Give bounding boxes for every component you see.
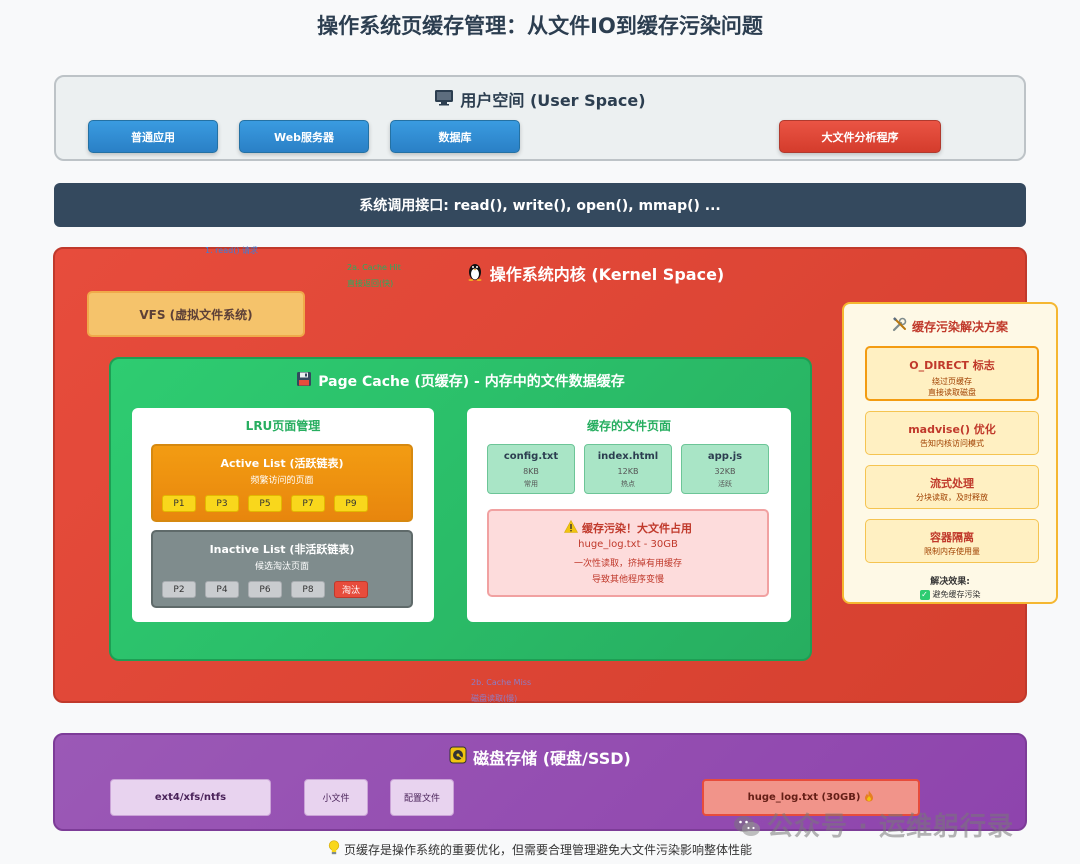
user-space-title: 用户空间 (User Space) — [460, 91, 646, 110]
active-list-box: Active List (活跃链表) 频繁访问的页面 P1 P3 P5 P7 P… — [151, 444, 413, 522]
solutions-panel: 缓存污染解决方案 O_DIRECT 标志 绕过页缓存 直接读取磁盘 madvis… — [842, 302, 1058, 604]
app-database-button[interactable]: 数据库 — [390, 120, 520, 153]
lru-title: LRU页面管理 — [245, 419, 321, 433]
solutions-header: 缓存污染解决方案 — [844, 317, 1056, 335]
huge-file-box: huge_log.txt (30GB) — [702, 779, 920, 816]
kernel-title: 操作系统内核 (Kernel Space) — [489, 265, 725, 284]
disk-header: 磁盘存储 (硬盘/SSD) — [55, 745, 1025, 769]
app-bigfile-analyzer-button[interactable]: 大文件分析程序 — [779, 120, 941, 153]
disk-title: 磁盘存储 (硬盘/SSD) — [473, 749, 631, 768]
cache-miss-sub-label: 磁盘读取(慢) — [471, 694, 518, 703]
evict-chip: 淘汰 — [334, 581, 368, 598]
user-space-panel: 用户空间 (User Space) 普通应用 Web服务器 数据库 大文件分析程… — [54, 75, 1026, 161]
solution-odirect: O_DIRECT 标志 绕过页缓存 直接读取磁盘 — [865, 346, 1039, 401]
huge-file-label: huge_log.txt (30GB) — [747, 792, 861, 803]
solution-container: 容器隔离 限制内存使用量 — [865, 519, 1039, 563]
cache-miss-label: 2b. Cache Miss — [471, 678, 532, 687]
app-normal-button[interactable]: 普通应用 — [88, 120, 218, 153]
config-file-box: 配置文件 — [390, 779, 454, 816]
solution-name: 流式处理 — [930, 477, 974, 490]
page-title: 操作系统页缓存管理：从文件IO到缓存污染问题 — [317, 14, 763, 38]
file-tag: 活跃 — [718, 480, 732, 488]
file-card-index: index.html 12KB 热点 — [584, 444, 672, 494]
cache-pollution-box: 缓存污染！大文件占用 huge_log.txt - 30GB 一次性读取，挤掉有… — [487, 509, 769, 597]
page-chip: P3 — [205, 495, 239, 512]
footer-note: 页缓存是操作系统的重要优化，但需要合理管理避免大文件污染影响整体性能 — [0, 840, 1080, 858]
page-cache-panel: Page Cache (页缓存) - 内存中的文件数据缓存 LRU页面管理 Ac… — [109, 357, 812, 661]
solution-effect-text: 避免缓存污染 — [932, 590, 981, 599]
file-name: app.js — [707, 451, 743, 462]
pollution-file: huge_log.txt - 30GB — [578, 539, 678, 550]
watermark-text: 公众号 · 运维躬行录 — [767, 812, 1014, 842]
pollution-title: 缓存污染！大文件占用 — [582, 522, 692, 535]
page-chip: P2 — [162, 581, 196, 598]
wechat-icon — [733, 814, 760, 836]
page-cache-header: Page Cache (页缓存) - 内存中的文件数据缓存 — [111, 371, 810, 391]
inactive-list-box: Inactive List (非活跃链表) 候选淘汰页面 P2 P4 P6 P8… — [151, 530, 413, 608]
file-tag: 常用 — [524, 480, 538, 488]
solution-desc: 绕过页缓存 — [932, 377, 972, 386]
cached-files-title: 缓存的文件页面 — [586, 419, 671, 433]
page-chip: P5 — [248, 495, 282, 512]
syscall-interface-bar: 系统调用接口: read(), write(), open(), mmap() … — [54, 183, 1026, 227]
filesystem-box: ext4/xfs/ntfs — [110, 779, 271, 816]
solution-name: O_DIRECT 标志 — [909, 359, 995, 372]
file-card-config: config.txt 8KB 常用 — [487, 444, 575, 494]
solution-desc: 分块读取，及时释放 — [916, 493, 988, 502]
solution-name: 容器隔离 — [930, 531, 974, 544]
file-size: 32KB — [714, 467, 736, 476]
fire-icon — [864, 790, 874, 805]
file-size: 12KB — [617, 467, 639, 476]
pollution-line-1: 一次性读取，挤掉有用缓存 — [573, 559, 682, 569]
disk-storage-panel: 磁盘存储 (硬盘/SSD) ext4/xfs/ntfs 小文件 配置文件 hug… — [53, 733, 1027, 831]
watermark: 公众号 · 运维躬行录 — [733, 806, 1014, 843]
solution-desc: 直接读取磁盘 — [928, 388, 976, 397]
solution-name: madvise() 优化 — [908, 423, 996, 436]
read-request-label: 1. read() 请求 — [205, 246, 258, 255]
file-tag: 热点 — [621, 480, 635, 488]
solution-effect: ✓ 避免缓存污染 — [844, 589, 1056, 600]
file-name: config.txt — [503, 451, 559, 462]
cache-hit-label: 2a. Cache Hit — [347, 263, 401, 272]
active-list-subtitle: 频繁访问的页面 — [250, 476, 314, 486]
warning-icon — [563, 519, 579, 536]
page-chip: P7 — [291, 495, 325, 512]
solution-desc: 告知内核访问模式 — [920, 439, 984, 448]
floppy-disk-icon — [296, 371, 312, 391]
page-chip: P1 — [162, 495, 196, 512]
solution-effect-label: 解决效果: — [930, 577, 970, 587]
kernel-header: 操作系统内核 (Kernel Space) — [395, 261, 795, 285]
cached-files-panel: 缓存的文件页面 config.txt 8KB 常用 index.html 12K… — [467, 408, 791, 622]
page-chip: P8 — [291, 581, 325, 598]
file-card-appjs: app.js 32KB 活跃 — [681, 444, 769, 494]
cache-hit-sub-label: 直接返回(快) — [347, 279, 394, 288]
page-chip: P4 — [205, 581, 239, 598]
file-size: 8KB — [523, 467, 539, 476]
disk-icon — [449, 746, 467, 768]
inactive-list-title: Inactive List (非活跃链表) — [209, 543, 355, 556]
page-cache-title: Page Cache (页缓存) - 内存中的文件数据缓存 — [318, 374, 625, 390]
inactive-list-subtitle: 候选淘汰页面 — [254, 562, 309, 572]
tools-icon — [892, 317, 907, 335]
solution-streaming: 流式处理 分块读取，及时释放 — [865, 465, 1039, 509]
checkmark-icon: ✓ — [919, 589, 930, 600]
footer-text: 页缓存是操作系统的重要优化，但需要合理管理避免大文件污染影响整体性能 — [343, 842, 752, 857]
page-chip: P6 — [248, 581, 282, 598]
small-file-box: 小文件 — [304, 779, 368, 816]
active-list-title: Active List (活跃链表) — [220, 457, 344, 470]
solutions-title: 缓存污染解决方案 — [911, 319, 1008, 334]
app-web-server-button[interactable]: Web服务器 — [239, 120, 369, 153]
solution-madvise: madvise() 优化 告知内核访问模式 — [865, 411, 1039, 455]
pollution-header: 缓存污染！大文件占用 — [489, 519, 767, 536]
pollution-line-2: 导致其他程序变慢 — [591, 575, 664, 585]
solution-desc: 限制内存使用量 — [924, 547, 980, 556]
page-chip: P9 — [334, 495, 368, 512]
lightbulb-icon — [328, 840, 340, 858]
vfs-box: VFS (虚拟文件系统) — [87, 291, 305, 337]
user-space-header: 用户空间 (User Space) — [56, 87, 1024, 111]
lru-panel: LRU页面管理 Active List (活跃链表) 频繁访问的页面 P1 P3… — [132, 408, 434, 622]
monitor-icon — [434, 89, 454, 110]
file-name: index.html — [597, 451, 659, 462]
penguin-icon — [466, 261, 484, 285]
